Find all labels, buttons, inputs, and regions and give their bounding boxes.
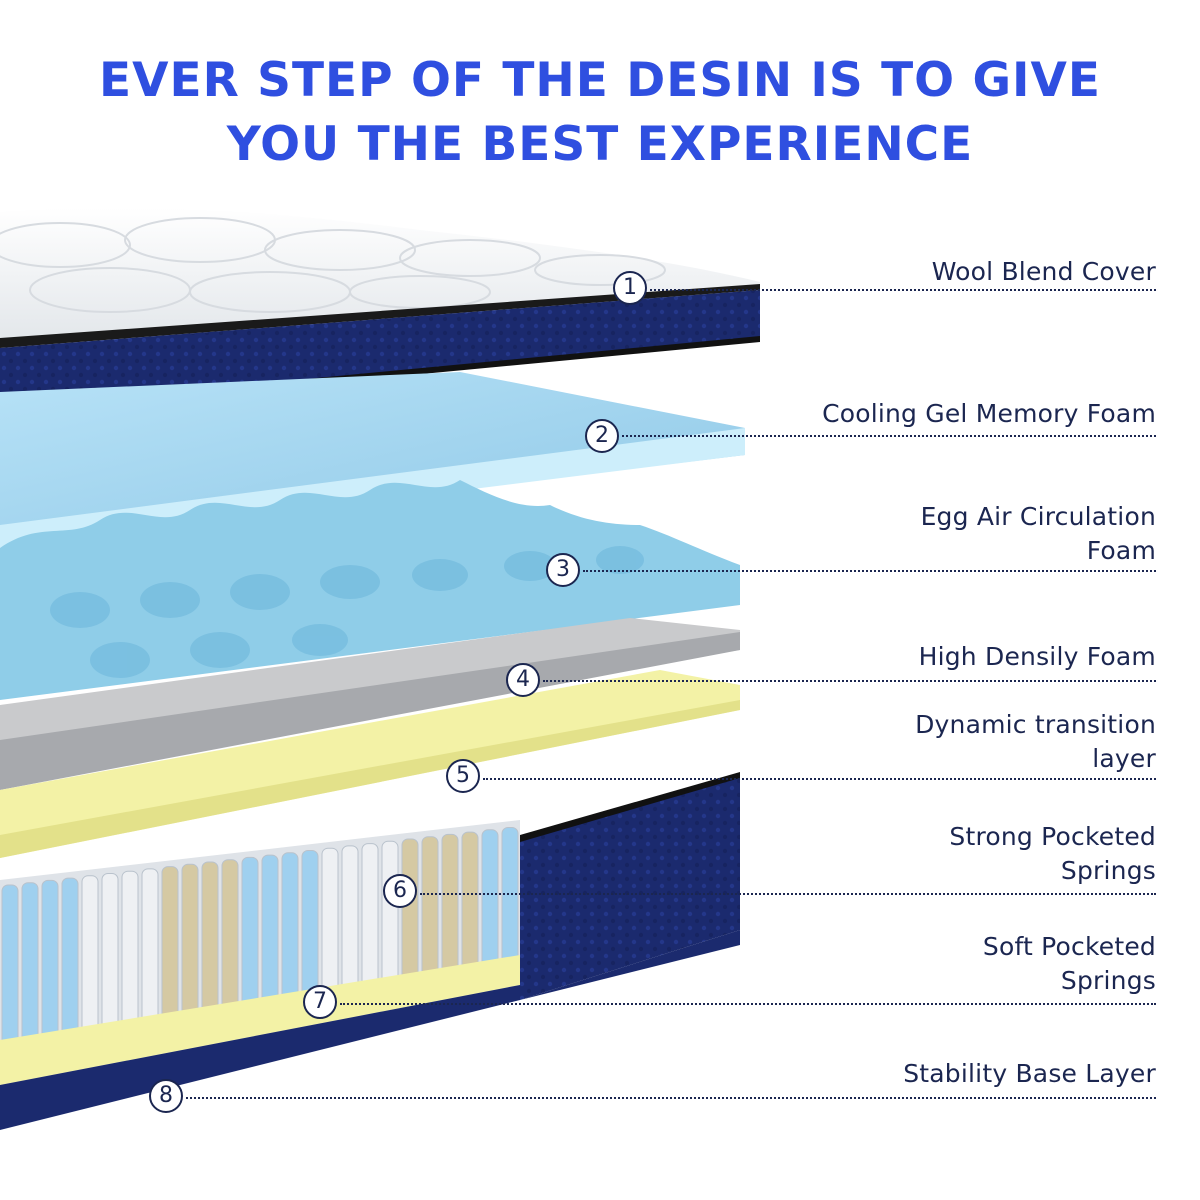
spring-coil bbox=[481, 829, 499, 979]
leader-line-5 bbox=[483, 778, 1156, 780]
spring-coil bbox=[381, 840, 399, 995]
spring-coil bbox=[241, 856, 259, 1018]
spring-coil bbox=[21, 882, 39, 1053]
spring-coil bbox=[101, 873, 119, 1040]
callout-6: 6 bbox=[383, 874, 417, 908]
spring-coil bbox=[361, 843, 379, 998]
headline-line-2: YOU THE BEST EXPERIENCE bbox=[226, 117, 974, 172]
spring-coil bbox=[341, 845, 359, 1002]
callout-2: 2 bbox=[585, 419, 619, 453]
spring-coil bbox=[501, 827, 519, 976]
spring-coil bbox=[301, 850, 319, 1008]
callout-5: 5 bbox=[446, 759, 480, 793]
pocketed-springs-unit bbox=[0, 772, 740, 1130]
callout-7: 7 bbox=[303, 985, 337, 1019]
spring-coil bbox=[161, 866, 179, 1030]
headline-line-1: EVER STEP OF THE DESIN IS TO GIVE bbox=[98, 53, 1102, 108]
spring-coil bbox=[421, 836, 439, 989]
label-stability-base-layer: Stability Base Layer bbox=[903, 1059, 1156, 1088]
spring-coil bbox=[81, 875, 99, 1043]
leader-line-8 bbox=[186, 1097, 1156, 1099]
layer-4-high-density-foam bbox=[0, 618, 740, 790]
spring-coil bbox=[61, 877, 79, 1046]
leader-line-7 bbox=[340, 1003, 1156, 1005]
spring-coil bbox=[281, 852, 299, 1011]
leader-line-3 bbox=[583, 570, 1156, 572]
leader-line-1 bbox=[650, 289, 1156, 291]
spring-coil bbox=[401, 838, 419, 992]
spring-coil bbox=[181, 863, 199, 1027]
callout-8: 8 bbox=[149, 1079, 183, 1113]
label-strong-pocketed-springs: Strong Pocketed Springs bbox=[949, 822, 1156, 885]
label-egg-air-circulation-foam: Egg Air Circulation Foam bbox=[920, 502, 1156, 565]
label-cooling-gel-memory-foam: Cooling Gel Memory Foam bbox=[822, 399, 1156, 428]
spring-coil bbox=[461, 831, 479, 982]
leader-line-4 bbox=[543, 680, 1156, 682]
spring-coil bbox=[141, 868, 159, 1034]
callout-3: 3 bbox=[546, 553, 580, 587]
spring-coil bbox=[121, 870, 139, 1037]
spring-coil bbox=[1, 884, 19, 1056]
label-dynamic-transition-layer: Dynamic transition layer bbox=[915, 710, 1156, 773]
layer-3-egg-air-foam bbox=[0, 480, 740, 700]
label-high-density-foam: High Densily Foam bbox=[918, 642, 1156, 671]
spring-coil bbox=[321, 847, 339, 1005]
spring-coil bbox=[41, 879, 59, 1050]
callout-1: 1 bbox=[613, 271, 647, 305]
leader-line-2 bbox=[622, 435, 1156, 437]
spring-coil bbox=[261, 854, 279, 1014]
callout-4: 4 bbox=[506, 663, 540, 697]
dynamic-transition-layer bbox=[0, 670, 740, 858]
label-wool-blend-cover: Wool Blend Cover bbox=[931, 257, 1156, 286]
leader-line-6 bbox=[420, 893, 1156, 895]
spring-coil bbox=[441, 833, 459, 986]
spring-coil bbox=[201, 861, 219, 1024]
spring-coil bbox=[221, 859, 239, 1021]
label-soft-pocketed-springs: Soft Pocketed Springs bbox=[982, 932, 1156, 995]
